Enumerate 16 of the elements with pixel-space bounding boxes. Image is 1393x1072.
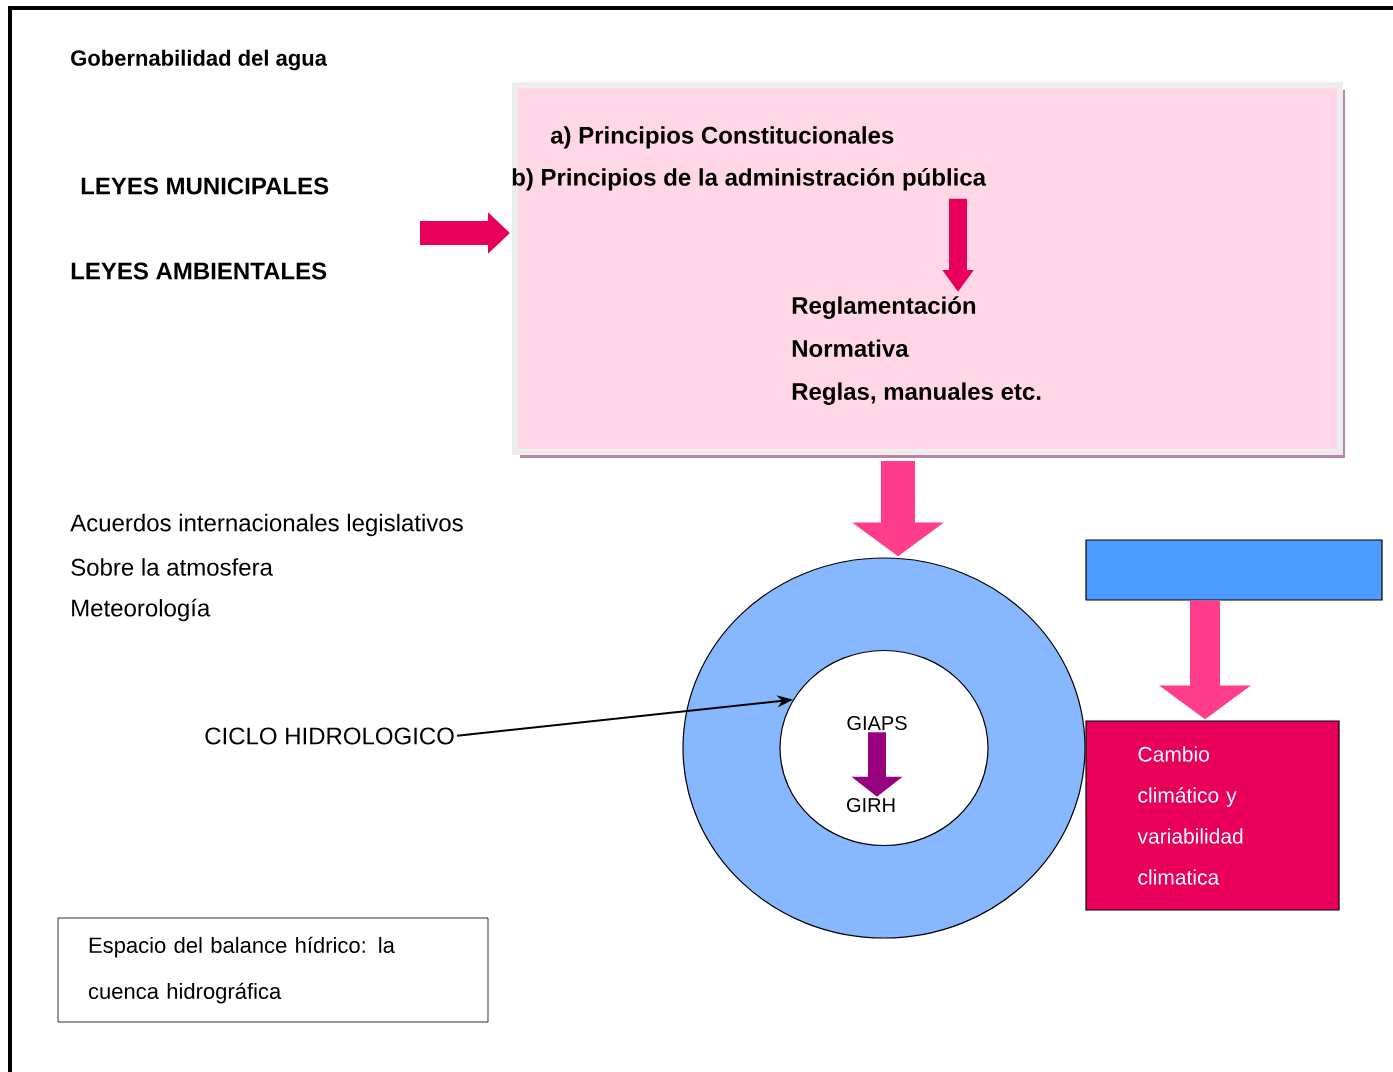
circle-text: GIAPS	[847, 715, 907, 731]
inner-circle	[779, 649, 989, 847]
cycle-label: CICLO HIDROLOGICO	[205, 727, 454, 745]
basin-box: Espacio del balance hídrico: la cuenca hidrográfica	[57, 917, 489, 1023]
label-text: Sobre la atmosfera	[71, 558, 273, 576]
empty-box	[1085, 539, 1383, 601]
label-text: Meteorología	[72, 598, 211, 622]
law-label: LEYES AMBIENTALES	[71, 262, 327, 280]
regulation-list: Reglamentación Normativa Reglas, manuales etc.	[792, 296, 1041, 405]
label-text: Acuerdos internacionales legislativos	[70, 513, 463, 537]
title: Gobernabilidad del agua	[71, 49, 328, 71]
law-label: LEYES MUNICIPALES	[81, 177, 329, 195]
principles-box	[512, 82, 1345, 458]
circle-text: GIRH	[847, 797, 895, 813]
principles-list: a) Principios Constitucionales b) Principios de la administración pública	[512, 126, 987, 191]
climate-box: Cambio climático y variabilidad climatica	[1085, 720, 1340, 911]
